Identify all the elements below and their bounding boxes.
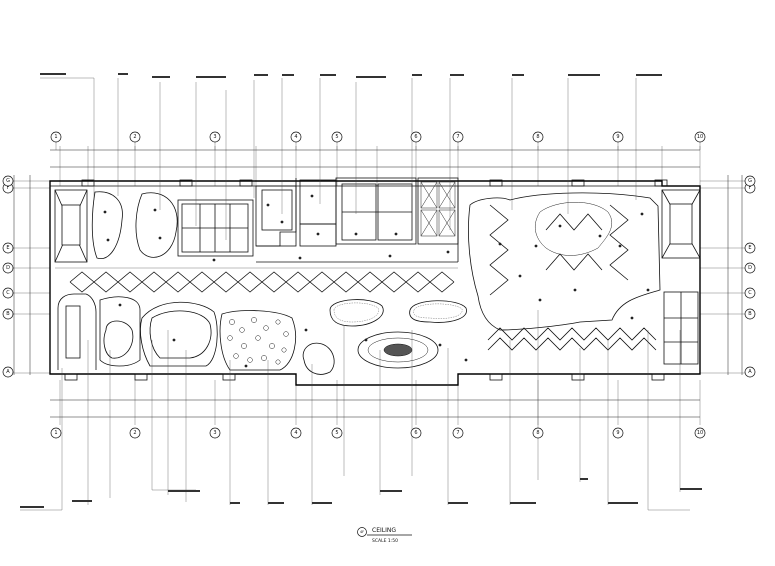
column-bubble-top: 3 (209, 131, 221, 143)
column-bubble-bottom: 8 (532, 427, 544, 439)
row-bubble-right-label: C (748, 290, 752, 296)
upper-center-rooms (256, 177, 459, 263)
column-bubble-top: 10 (694, 131, 706, 143)
row-bubble-right-label: B (748, 311, 752, 317)
column-grid-bubbles-bottom: 1 2 3 4 5 6 7 8 9 10 (50, 427, 706, 439)
row-bubble-right-label: F (749, 185, 752, 191)
column-bubble-top: 5 (331, 131, 343, 143)
outer-walls (49, 179, 701, 386)
column-bubble-top-label: 4 (294, 134, 297, 140)
row-bubble-left-label: E (6, 245, 9, 251)
column-bubble-top: 1 (50, 131, 62, 143)
column-bubble-bottom: 6 (410, 427, 422, 439)
side-dimension-lines (10, 175, 748, 375)
row-bubble-right: B (744, 308, 756, 320)
row-bubble-right-label: E (748, 245, 751, 251)
column-bubble-top: 2 (129, 131, 141, 143)
drawing-scale: SCALE 1:50 (372, 538, 398, 544)
row-bubble-left-label: B (6, 311, 10, 317)
column-bubble-bottom-label: 10 (697, 430, 703, 436)
sheet-marker: 4F (360, 530, 364, 534)
row-grid-bubbles-left: A B C D E FG (2, 175, 14, 378)
row-bubble-right: E (744, 242, 756, 254)
row-bubble-right: A (744, 366, 756, 378)
column-bubble-bottom: 7 (452, 427, 464, 439)
drawing-title-block: 4F CEILING SCALE 1:50 (357, 527, 412, 544)
row-bubble-left-label: D (6, 265, 10, 271)
column-grid-bubbles-top: 1 2 3 4 5 6 7 8 9 10 (50, 131, 706, 150)
top-dimension-lines (50, 146, 701, 186)
column-bubble-bottom-label: 1 (54, 430, 57, 436)
column-bubble-bottom-label: 9 (616, 430, 619, 436)
row-bubble-left: A (2, 366, 14, 378)
row-bubble-left-label: A (6, 369, 10, 375)
column-bubble-bottom: 1 (50, 427, 62, 439)
column-bubble-bottom: 4 (290, 427, 302, 439)
column-bubble-bottom: 2 (129, 427, 141, 439)
column-bubble-top: 6 (410, 131, 422, 143)
central-oval-features (302, 299, 467, 375)
column-bubble-top-label: 3 (213, 134, 216, 140)
column-bubble-bottom-label: 3 (213, 430, 216, 436)
lower-left-rooms (57, 293, 296, 371)
row-bubble-right: C (744, 287, 756, 299)
column-bubble-bottom-label: 2 (133, 430, 136, 436)
row-bubble-left: D (2, 262, 14, 274)
bottom-dimension-lines (50, 380, 701, 425)
row-bubble-left: C (2, 287, 14, 299)
diamond-zigzag-band (55, 267, 458, 293)
downlights (103, 194, 650, 368)
row-grid-bubbles-right: A B C D E FG (744, 175, 756, 378)
column-bubble-top-label: 1 (54, 134, 57, 140)
annotation-leaders-bottom (20, 310, 690, 511)
column-bubble-top-label: 2 (133, 134, 136, 140)
row-bubble-left: G (2, 175, 14, 187)
cluster-room-dots (227, 317, 289, 365)
column-bubble-top: 7 (452, 131, 464, 143)
column-bubble-bottom-label: 4 (294, 430, 297, 436)
column-bubble-top-label: 7 (456, 134, 459, 140)
column-bubble-top-label: 5 (335, 134, 338, 140)
row-bubble-left-label: F (7, 185, 10, 191)
column-bubble-bottom: 3 (209, 427, 221, 439)
upper-left-rooms (54, 185, 297, 263)
column-bubble-top-label: 9 (616, 134, 619, 140)
right-chevron-ceiling (468, 192, 661, 351)
row-bubble-right-label: A (748, 369, 752, 375)
row-bubble-left: B (2, 308, 14, 320)
column-bubble-top-label: 10 (697, 134, 703, 140)
column-bubble-bottom: 5 (331, 427, 343, 439)
annotation-text-marks (20, 73, 702, 508)
column-bubble-bottom-label: 7 (456, 430, 459, 436)
row-bubble-right: D (744, 262, 756, 274)
upper-right-rooms (661, 189, 701, 365)
row-bubble-left-label: G (6, 178, 10, 184)
column-bubble-top-label: 6 (414, 134, 417, 140)
column-bubble-bottom-label: 5 (335, 430, 338, 436)
column-bubble-bottom: 10 (694, 427, 706, 439)
column-bubble-top: 4 (290, 131, 302, 143)
column-bubble-bottom-label: 6 (414, 430, 417, 436)
row-bubble-right: G (744, 175, 756, 187)
column-bubble-top-label: 8 (536, 134, 539, 140)
annotation-leaders-top (40, 77, 637, 240)
row-bubble-right-label: G (748, 178, 752, 184)
column-bubble-top: 8 (532, 131, 544, 143)
row-bubble-left: E (2, 242, 14, 254)
column-bubble-bottom: 9 (612, 427, 624, 439)
row-bubble-left-label: C (6, 290, 10, 296)
column-bubble-top: 9 (612, 131, 624, 143)
row-bubble-right-label: D (748, 265, 752, 271)
column-bubble-bottom-label: 8 (536, 430, 539, 436)
drawing-title: CEILING (372, 527, 396, 534)
